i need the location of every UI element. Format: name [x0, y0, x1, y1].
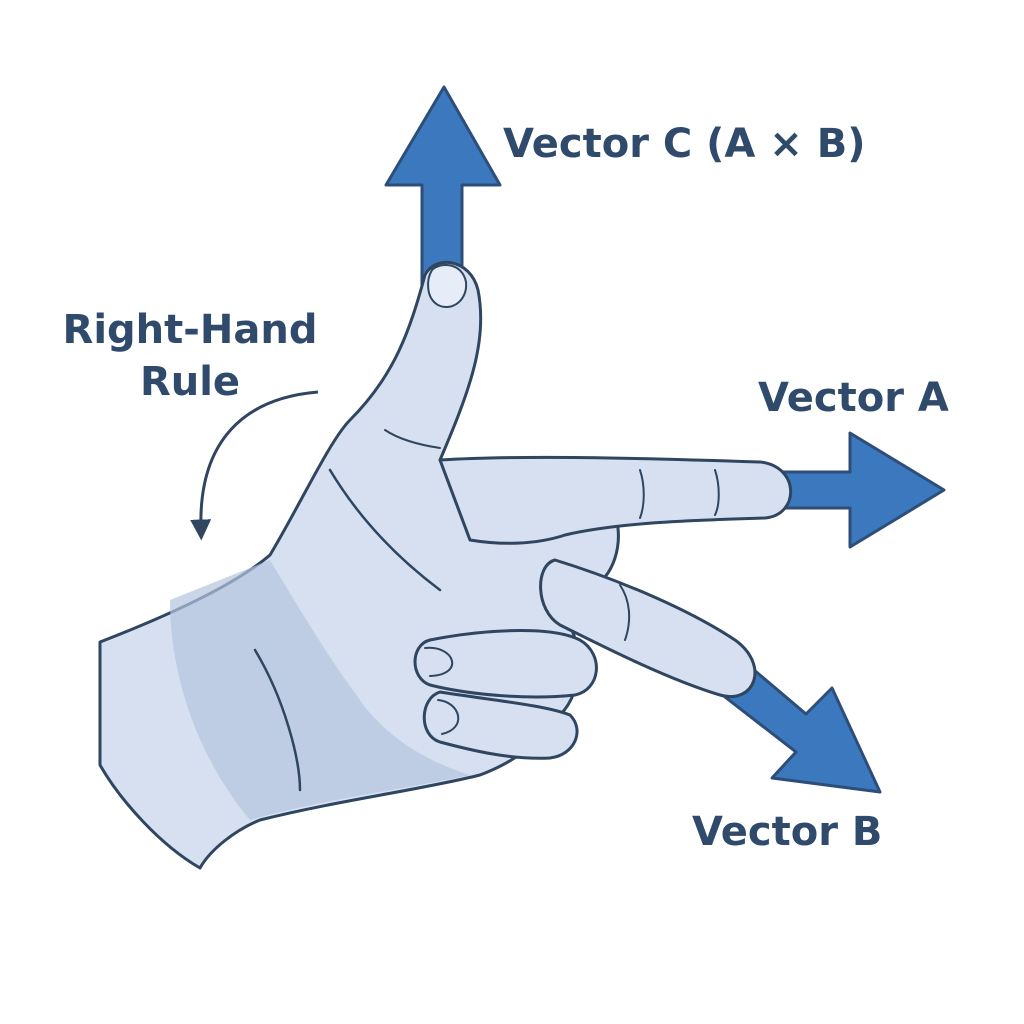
curl-arrow: [190, 390, 319, 541]
vector-b-arrow: [714, 646, 882, 794]
vector-a-label: Vector A: [758, 375, 949, 421]
ring-finger: [413, 629, 598, 699]
rule-title-line1: Right-Hand: [62, 307, 318, 353]
rule-title-line2: Rule: [139, 359, 241, 405]
hand-illustration: [98, 260, 793, 870]
index-finger: [438, 455, 793, 545]
middle-finger: [539, 558, 757, 698]
vector-c-label: Vector C (A × B): [503, 121, 866, 167]
right-hand-rule-title: Right-Hand Rule: [40, 304, 340, 408]
vector-c-arrow: [384, 85, 502, 292]
vector-b-label: Vector B: [692, 809, 883, 855]
pinky-finger: [422, 690, 579, 760]
